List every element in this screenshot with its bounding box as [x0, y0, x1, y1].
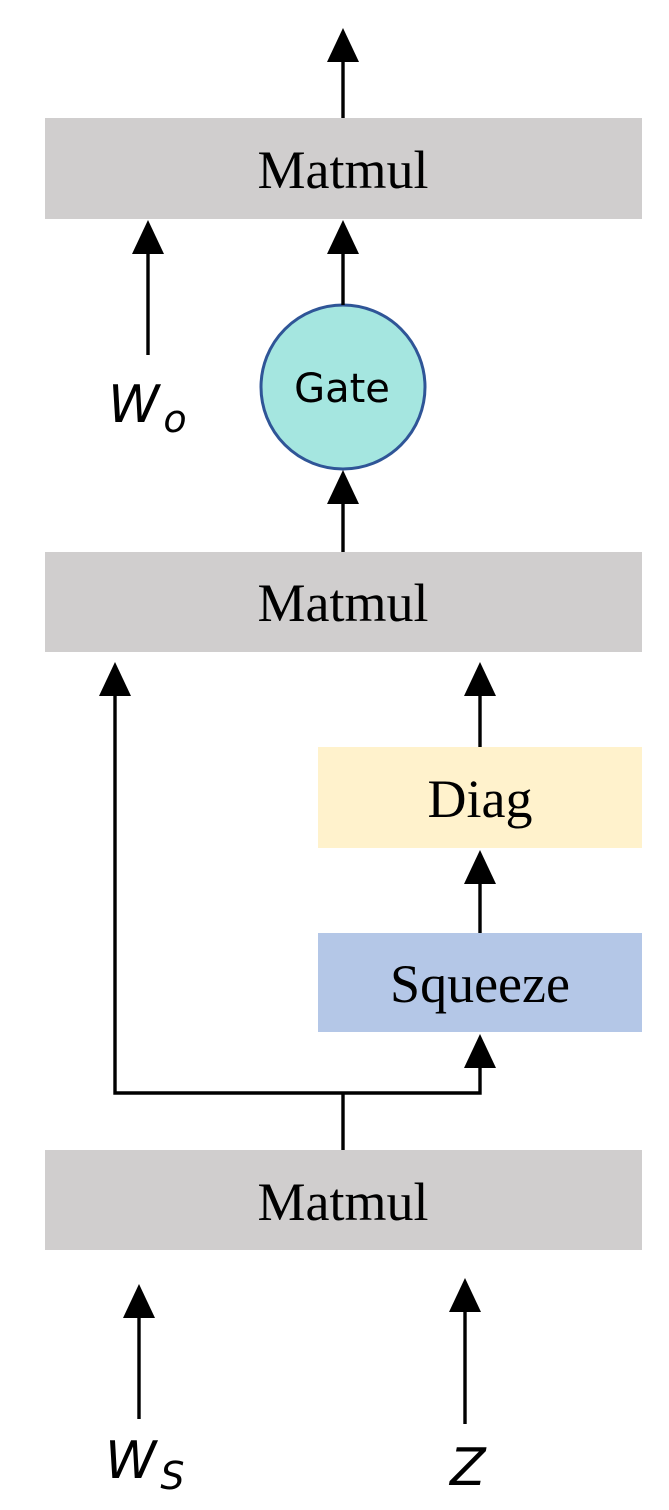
z-arrowhead — [449, 1278, 481, 1312]
wo-base: W — [108, 375, 162, 435]
diag-box — [318, 747, 642, 848]
z-label: Z — [448, 1438, 487, 1498]
matmul-to-gate-arrowhead — [327, 470, 359, 504]
ws-subscript: S — [160, 1454, 184, 1498]
ws-arrowhead — [123, 1284, 155, 1318]
matmul-middle-label: Matmul — [258, 573, 429, 633]
matmul-middle-box — [45, 552, 642, 652]
squeeze-input-arrowhead — [464, 1034, 496, 1068]
diag-label: Diag — [428, 769, 533, 829]
ws-base: W — [105, 1431, 159, 1491]
matmul-top-box — [45, 118, 642, 219]
output-arrowhead — [327, 28, 359, 62]
diag-to-matmul-arrowhead — [464, 662, 496, 696]
left-skip-branch — [113, 696, 343, 1095]
right-squeeze-branch — [343, 1066, 482, 1095]
matmul-top-label: Matmul — [258, 140, 429, 200]
squeeze-to-diag-arrowhead — [464, 850, 496, 884]
squeeze-box — [318, 933, 642, 1032]
matmul-bottom-box — [45, 1150, 642, 1250]
gate-to-matmul-arrowhead — [327, 220, 359, 254]
wo-subscript: o — [163, 397, 186, 441]
wo-arrowhead — [132, 220, 164, 254]
gate-label: Gate — [294, 366, 390, 412]
left-skip-arrowhead — [99, 662, 131, 696]
squeeze-label: Squeeze — [390, 954, 570, 1014]
matmul-bottom-label: Matmul — [258, 1172, 429, 1232]
